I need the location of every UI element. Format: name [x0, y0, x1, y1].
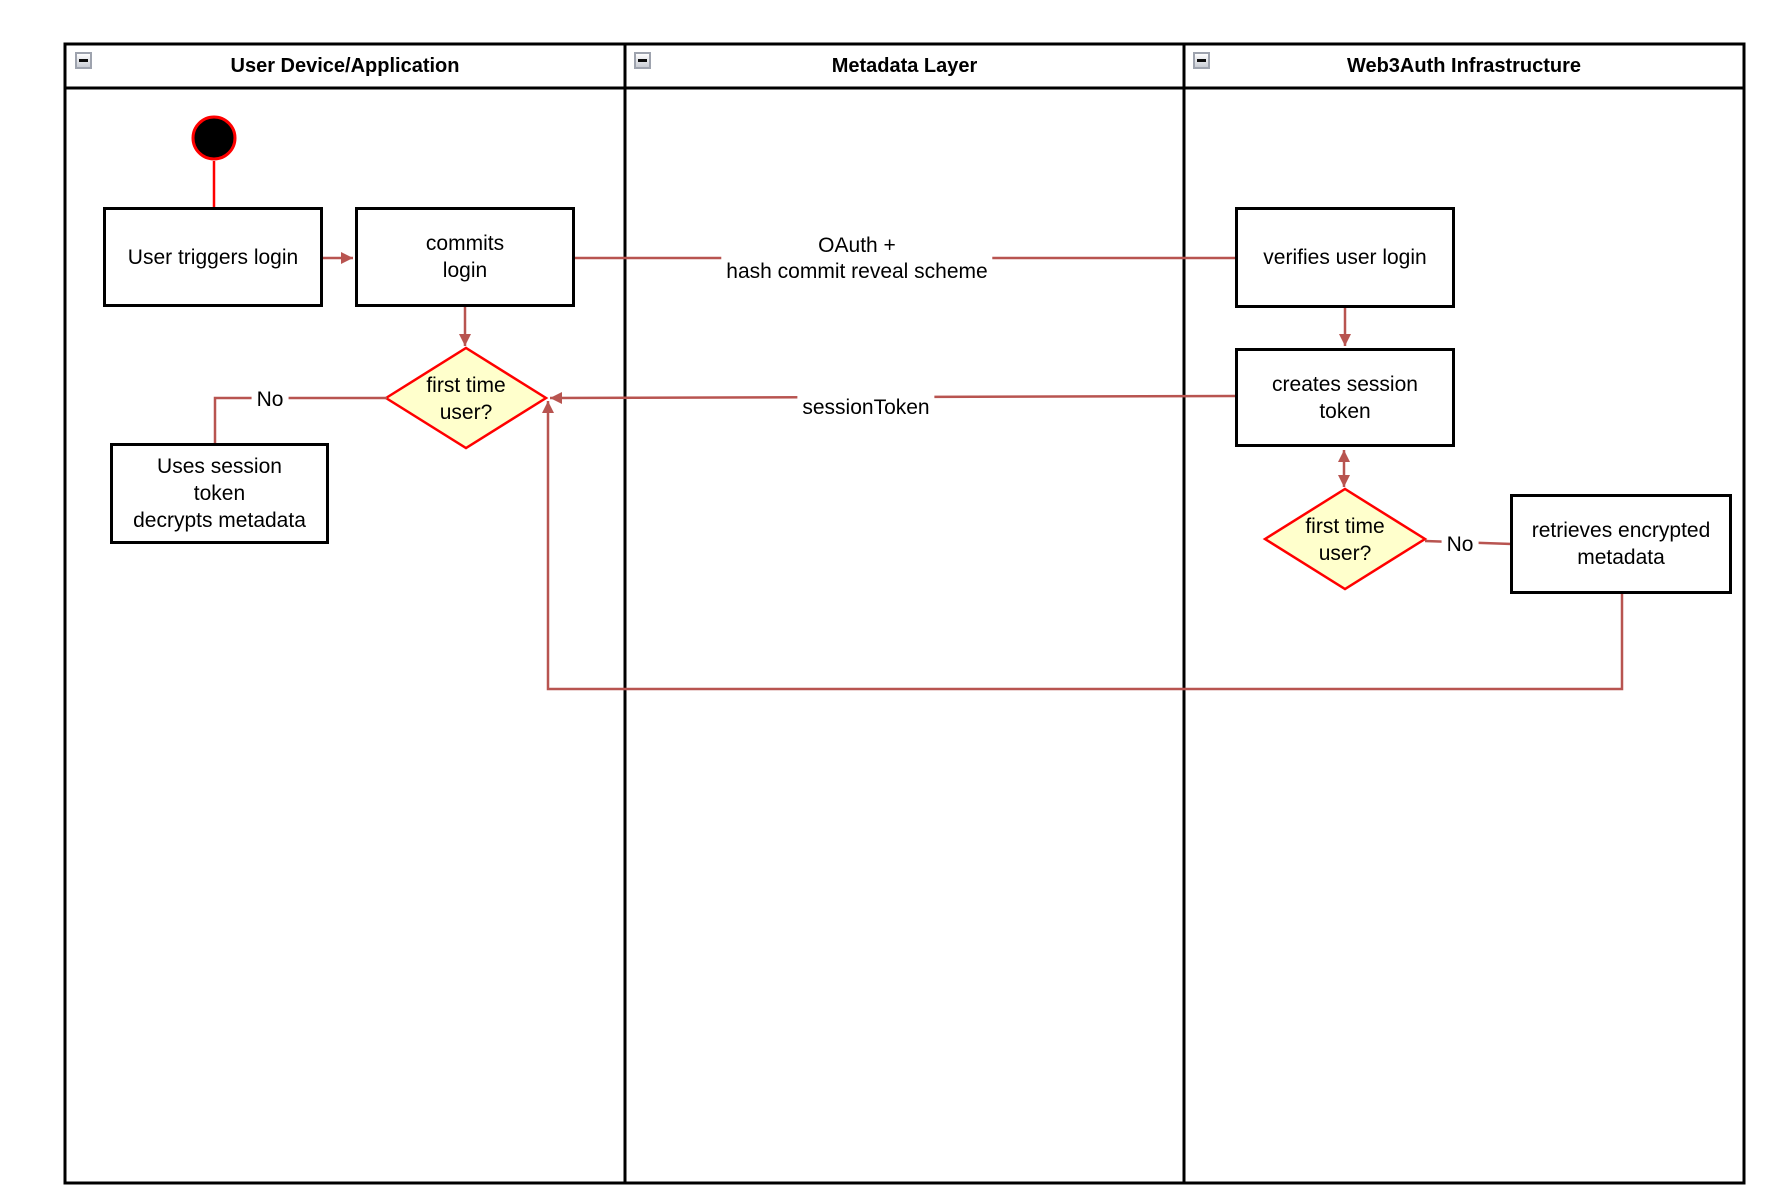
node-label: retrieves encrypted metadata	[1531, 519, 1711, 569]
lane-header-web3auth[interactable]: Web3Auth Infrastructure	[1346, 55, 1582, 77]
node-commits-login[interactable]: commits login	[355, 207, 575, 307]
edge-label-no-web3auth[interactable]: No	[1441, 532, 1479, 558]
collapse-icon[interactable]	[1193, 52, 1210, 69]
node-label: creates session token	[1272, 372, 1418, 423]
lane-header-user-device[interactable]: User Device/Application	[230, 55, 460, 77]
node-creates-session-token[interactable]: creates session token	[1235, 348, 1455, 447]
node-label: Uses session token decrypts metadata	[133, 455, 306, 532]
decision-first-time-user-web3auth[interactable]	[1262, 487, 1428, 591]
collapse-icon[interactable]	[634, 52, 651, 69]
node-label: User triggers login	[127, 245, 299, 269]
edge-retrieves-loop-to-decision-device	[542, 401, 1624, 691]
swimlane-frame	[63, 42, 1746, 1185]
node-label: commits login	[425, 232, 505, 282]
collapse-icon[interactable]	[75, 52, 92, 69]
decision-device-label: first time user?	[426, 374, 506, 424]
decision-first-time-user-device[interactable]	[383, 346, 549, 450]
node-label: verifies user login	[1263, 246, 1427, 269]
node-user-triggers-login[interactable]: User triggers login	[103, 207, 323, 307]
minus-icon	[1197, 59, 1206, 62]
edge-decision-device-no	[213, 396, 387, 443]
node-retrieves-encrypted-metadata[interactable]: retrieves encrypted metadata	[1510, 494, 1732, 594]
pool-border[interactable]	[63, 42, 1746, 1185]
edge-label-no-device[interactable]: No	[251, 387, 289, 413]
minus-icon	[79, 59, 88, 62]
edge-label-session-token[interactable]: sessionToken	[797, 395, 935, 421]
node-uses-session-token[interactable]: Uses session token decrypts metadata	[110, 443, 329, 544]
decision-web3auth-label: first time user?	[1305, 515, 1385, 565]
start-node[interactable]	[191, 115, 237, 161]
lane-header-metadata-layer[interactable]: Metadata Layer	[831, 55, 978, 77]
minus-icon	[638, 59, 647, 62]
node-verifies-user-login[interactable]: verifies user login	[1235, 207, 1455, 308]
edge-label-oauth[interactable]: OAuth + hash commit reveal scheme	[721, 233, 993, 285]
